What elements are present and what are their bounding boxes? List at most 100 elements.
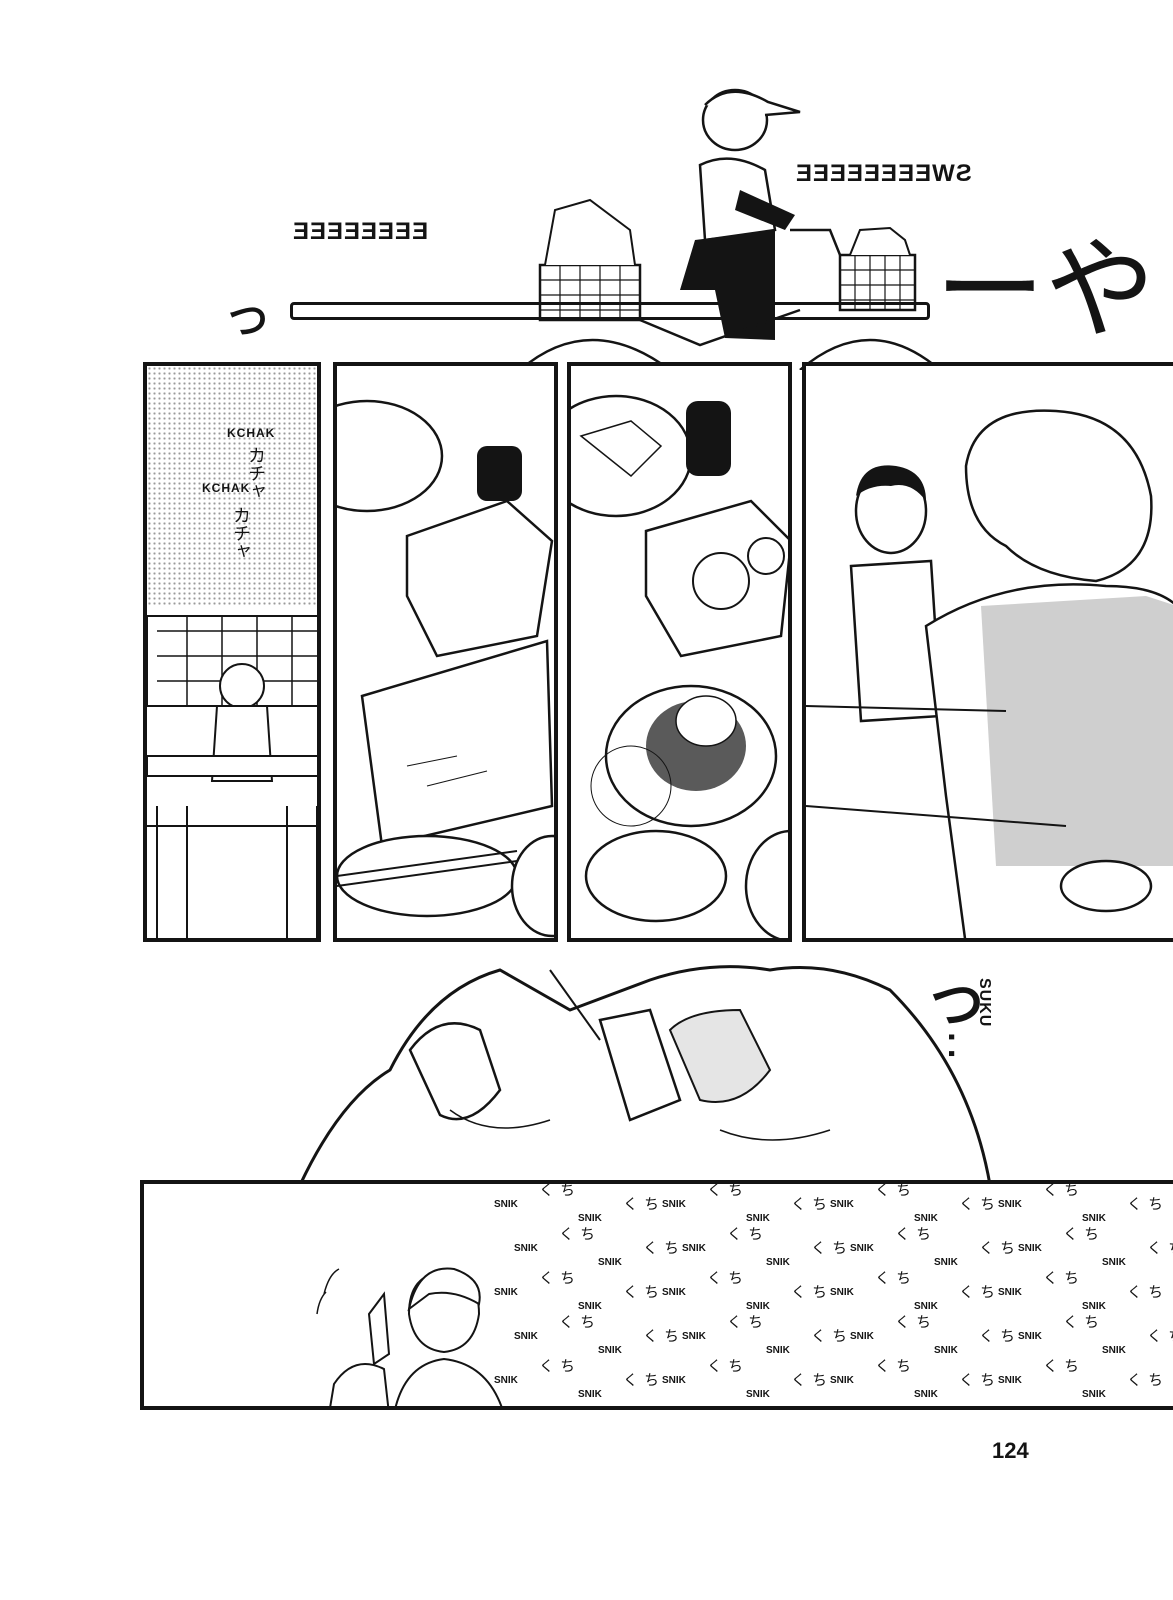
sfx-snik-kana: ちく <box>705 1182 744 1197</box>
sfx-eeee: EEEEEEEE <box>292 218 428 246</box>
sfx-snik: SNIK ちく <box>1082 1284 1164 1313</box>
sfx-snik-latin: SNIK <box>1082 1301 1106 1312</box>
sfx-snik-kana: ちく <box>1125 1284 1164 1299</box>
kitchen-screentone <box>147 366 317 606</box>
sfx-snik-latin: SNIK <box>830 1199 854 1210</box>
sfx-kana-start: つ <box>228 298 268 344</box>
sfx-snik: SNIK ちく <box>494 1184 576 1211</box>
sfx-snik: SNIK ちく <box>598 1328 680 1357</box>
sfx-snik-kana: ちく <box>977 1328 1016 1343</box>
sfx-snik-latin: SNIK <box>914 1213 938 1224</box>
sfx-snik-latin: SNIK <box>662 1287 686 1298</box>
sfx-snik-kana: ちく <box>873 1270 912 1285</box>
sfx-snik-kana: ちく <box>1145 1240 1173 1255</box>
sfx-eeee-text: EEEEEEEE <box>292 218 429 245</box>
sfx-suku-kana: つ <box>930 973 984 1036</box>
sfx-snik: SNIK ちく <box>998 1184 1080 1211</box>
sfx-snik-latin: SNIK <box>514 1243 538 1254</box>
sfx-snik-kana: ちく <box>873 1182 912 1197</box>
sfx-snik-kana: ちく <box>1125 1196 1164 1211</box>
sfx-snik-latin: SNIK <box>598 1345 622 1356</box>
sfx-snik-latin: SNIK <box>998 1199 1022 1210</box>
sewing-hands-illustration <box>298 965 992 1185</box>
sfx-snik-latin: SNIK <box>682 1243 706 1254</box>
sfx-snik: SNIK ちく <box>914 1196 996 1225</box>
sfx-snik: SNIK ちく <box>682 1226 764 1255</box>
sfx-snik-latin: SNIK <box>662 1375 686 1386</box>
sfx-snik: SNIK ちく <box>1018 1226 1100 1255</box>
sfx-snik-kana: ちく <box>873 1358 912 1373</box>
page-number: 124 <box>992 1438 1029 1463</box>
sfx-snik-kana: ちく <box>789 1372 828 1387</box>
kitchen-illustration <box>147 615 317 938</box>
sfx-snik-latin: SNIK <box>1018 1243 1042 1254</box>
sfx-snik-kana: ちく <box>1061 1226 1100 1241</box>
sfx-snik-kana: ちく <box>893 1314 932 1329</box>
sfx-suku-dots: ... <box>942 1015 975 1065</box>
sfx-snik-kana: ちく <box>725 1226 764 1241</box>
sfx-kchak-1-latin: KCHAK <box>227 426 276 440</box>
sfx-snik-latin: SNIK <box>850 1243 874 1254</box>
full-dishes-illustration <box>571 394 788 938</box>
sfx-snik: SNIK ちく <box>598 1240 680 1269</box>
speed-line <box>290 302 930 320</box>
panel-dishes-empty <box>333 362 558 942</box>
sfx-snik-kana: ちく <box>621 1284 660 1299</box>
sfx-snik-kana: ちく <box>537 1182 576 1197</box>
sfx-snik-kana: ちく <box>537 1270 576 1285</box>
sfx-snik-kana: ちく <box>1041 1358 1080 1373</box>
sfx-snik-latin: SNIK <box>1082 1389 1106 1400</box>
sfx-snik-latin: SNIK <box>514 1331 538 1342</box>
sfx-snik-kana: ちく <box>641 1328 680 1343</box>
bicycle-illustration <box>519 88 941 370</box>
sfx-snik-kana: ちく <box>809 1328 848 1343</box>
sfx-kchak-2-latin: KCHAK <box>202 481 251 495</box>
sfx-snik-latin: SNIK <box>766 1257 790 1268</box>
sfx-snik-kana: ちく <box>557 1226 596 1241</box>
sfx-snik: SNIK ちく <box>850 1226 932 1255</box>
sfx-snik-kana: ちく <box>957 1372 996 1387</box>
sfx-snik-latin: SNIK <box>494 1199 518 1210</box>
sfx-snik-latin: SNIK <box>766 1345 790 1356</box>
woman-sewing-illustration <box>316 1267 503 1406</box>
sfx-snik: SNIK ちく <box>830 1358 912 1387</box>
sfx-snik: SNIK ちく <box>662 1358 744 1387</box>
panel-kitchen: KCHAK カチャ KCHAK カチャ <box>143 362 321 942</box>
panel-sewing: つ SUKU ... <box>270 950 1070 1185</box>
sfx-snik-latin: SNIK <box>850 1331 874 1342</box>
sfx-snik-latin: SNIK <box>830 1375 854 1386</box>
sfx-snik-latin: SNIK <box>598 1257 622 1268</box>
sfx-snik-kana: ちく <box>641 1240 680 1255</box>
sfx-snik-latin: SNIK <box>934 1257 958 1268</box>
sfx-swee: SWEEEEEEEE <box>795 160 972 188</box>
sfx-snik: SNIK ちく <box>514 1226 596 1255</box>
empty-dishes-illustration <box>337 399 554 938</box>
sfx-snik-latin: SNIK <box>830 1287 854 1298</box>
sfx-snik: SNIK ちく <box>830 1184 912 1211</box>
sfx-snik-kana: ちく <box>1041 1182 1080 1197</box>
sfx-snik-latin: SNIK <box>494 1287 518 1298</box>
sfx-snik-kana: ちく <box>705 1358 744 1373</box>
sfx-snik-kana: ちく <box>957 1196 996 1211</box>
sfx-suku-latin: SUKU <box>976 978 993 1028</box>
sfx-snik-latin: SNIK <box>998 1287 1022 1298</box>
sfx-snik-kana: ちく <box>893 1226 932 1241</box>
sfx-snik: SNIK ちく <box>850 1314 932 1343</box>
